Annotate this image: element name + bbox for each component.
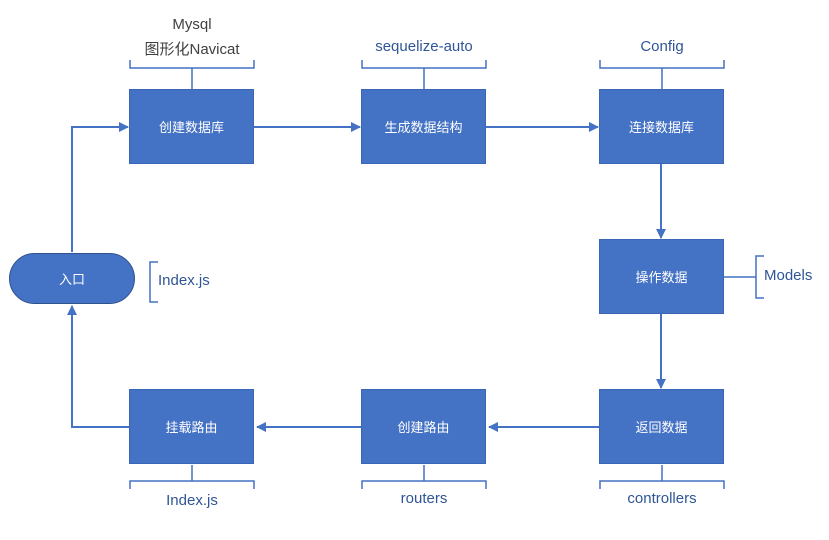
node-gen-structure: 生成数据结构: [361, 89, 486, 164]
node-connect-db: 连接数据库: [599, 89, 724, 164]
bracket-connect-db: [599, 60, 725, 89]
bracket-mount-route: [129, 465, 255, 489]
node-create-route: 创建路由: [361, 389, 486, 464]
annotation-entry: Index.js: [158, 272, 210, 289]
arrow-entry-to-create-db: [71, 122, 129, 252]
bracket-create-route: [361, 465, 487, 489]
annotation-create-route: routers: [400, 490, 448, 507]
annotation-mount-route: Index.js: [166, 492, 218, 509]
bracket-entry: [149, 261, 158, 303]
annotation-connect-db: Config: [640, 38, 684, 55]
bracket-return-data: [599, 465, 725, 489]
annotation-create-db-line2: 图形化Navicat: [144, 41, 240, 58]
bracket-gen-structure: [361, 60, 487, 89]
arrow-mount-route-to-entry: [67, 305, 129, 428]
bracket-operate-data: [724, 255, 764, 299]
node-entry: 入口: [9, 253, 135, 304]
node-mount-route: 挂载路由: [129, 389, 254, 464]
annotation-gen-structure: sequelize-auto: [375, 38, 473, 55]
node-return-data: 返回数据: [599, 389, 724, 464]
annotation-operate-data: Models: [764, 267, 813, 284]
node-create-db: 创建数据库: [129, 89, 254, 164]
bracket-create-db: [129, 60, 255, 89]
annotation-return-data: controllers: [627, 490, 697, 507]
annotation-create-db-line1: Mysql: [172, 16, 212, 33]
node-operate-data: 操作数据: [599, 239, 724, 314]
